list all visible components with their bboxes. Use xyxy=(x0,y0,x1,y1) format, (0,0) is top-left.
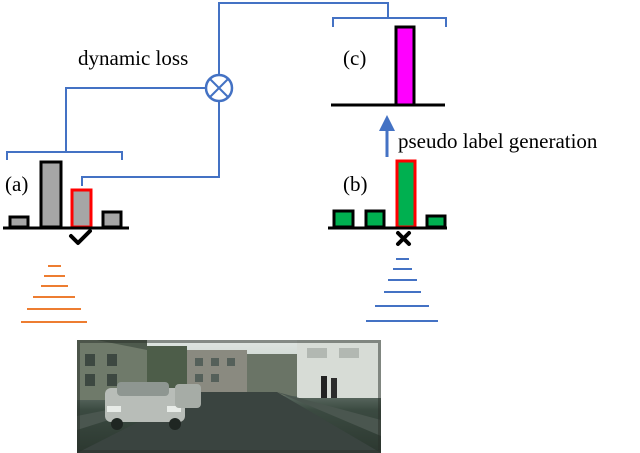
street-scene-drawing xyxy=(77,340,381,453)
connector-lines xyxy=(6,2,447,186)
circled-times-icon xyxy=(204,73,234,103)
bracket-a xyxy=(6,151,123,160)
bar-c-1 xyxy=(394,25,416,107)
bar-b-2 xyxy=(364,209,386,229)
bar-a-4 xyxy=(101,210,123,229)
dynamic-loss-label: dynamic loss xyxy=(78,46,189,70)
bracket-c xyxy=(332,17,447,27)
pseudo-label-generation-label: pseudo label generation xyxy=(398,129,598,153)
connector-a-bracket-to-loss xyxy=(65,87,206,152)
blue-line-stack xyxy=(366,258,438,322)
bar-a-2 xyxy=(39,160,63,229)
histogram-a xyxy=(3,160,129,245)
bar-a-3-highlighted xyxy=(70,188,93,229)
bar-b-4 xyxy=(425,214,447,229)
panel-b-label: (b) xyxy=(343,172,368,196)
street-scene-image xyxy=(77,340,381,453)
cross-icon xyxy=(396,231,411,246)
connector-c-to-loss xyxy=(218,2,389,75)
bar-a-1 xyxy=(8,215,30,229)
bar-b-3-highlighted xyxy=(395,159,417,229)
panel-a-label: (a) xyxy=(5,172,29,196)
circled-times-stroke-2 xyxy=(209,78,229,98)
connector-highlight-to-loss xyxy=(81,102,220,186)
bar-b-1 xyxy=(332,209,355,229)
pseudo-label-arrow xyxy=(379,115,395,157)
orange-line-stack xyxy=(21,265,87,323)
histogram-b xyxy=(328,159,447,246)
histogram-c xyxy=(331,25,445,107)
panel-c-label: (c) xyxy=(343,46,367,70)
check-icon xyxy=(69,229,92,245)
